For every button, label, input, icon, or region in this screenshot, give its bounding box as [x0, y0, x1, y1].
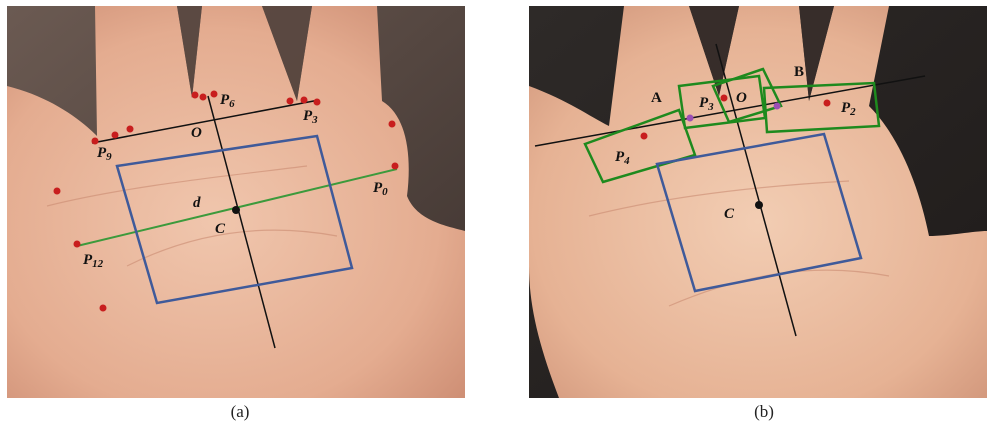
- label-c: C: [724, 206, 735, 222]
- label-o: O: [736, 90, 747, 106]
- label-p0: P0: [373, 180, 388, 198]
- caption-b: (b): [754, 402, 774, 421]
- center-point: [232, 206, 240, 214]
- keypoint: [720, 94, 728, 102]
- box-p2: [762, 81, 881, 134]
- palm-crease: [588, 180, 850, 217]
- label-p9: P9: [97, 145, 112, 163]
- keypoint: [73, 240, 81, 248]
- keypoint: [823, 99, 831, 107]
- label-b: B: [794, 64, 804, 80]
- finger-gap-boxes: [583, 67, 881, 184]
- midpoint: [773, 102, 781, 110]
- keypoints: [53, 90, 399, 312]
- label-p3: P3: [303, 108, 318, 126]
- central-axis: [715, 43, 797, 337]
- keypoint: [111, 131, 119, 139]
- label-p2: P2: [841, 100, 856, 118]
- finger-gap: [689, 6, 739, 96]
- label-p4: P4: [615, 149, 630, 167]
- keypoint: [388, 120, 396, 128]
- label-a: A: [651, 90, 662, 106]
- palm-image-a: P6 P3 P9 P0 P12 O d C: [7, 6, 465, 398]
- roi-square: [655, 132, 863, 293]
- keypoint: [53, 187, 61, 195]
- palm-crease: [46, 165, 308, 207]
- label-p3: P3: [699, 95, 714, 113]
- palm-crease: [126, 229, 338, 267]
- palm-diagram-b: A B P3 O P2 P4 C: [529, 6, 987, 398]
- box-p4: [583, 108, 697, 184]
- palm-diagram-a: P6 P3 P9 P0 P12 O d C: [7, 6, 465, 398]
- center-point: [755, 201, 763, 209]
- finger-gap: [262, 6, 312, 101]
- finger-gap: [177, 6, 202, 98]
- caption-a: (a): [230, 402, 250, 421]
- label-p6: P6: [220, 92, 235, 110]
- finger-gap: [799, 6, 834, 101]
- midpoint: [686, 114, 694, 122]
- keypoint: [99, 304, 107, 312]
- label-c: C: [215, 221, 226, 237]
- palm-image-b: A B P3 O P2 P4 C: [529, 6, 987, 398]
- keypoint: [286, 97, 294, 105]
- keypoint: [199, 93, 207, 101]
- label-p12: P12: [83, 252, 104, 270]
- central-axis: [207, 95, 276, 349]
- finger-root-line: [91, 99, 320, 144]
- keypoint: [640, 132, 648, 140]
- keypoint: [391, 162, 399, 170]
- finger-root-line: [534, 75, 926, 147]
- keypoint: [191, 91, 199, 99]
- box-center: [711, 67, 783, 124]
- roi-square: [115, 134, 354, 305]
- label-d: d: [193, 195, 201, 211]
- label-o: O: [191, 125, 202, 141]
- keypoint: [91, 137, 99, 145]
- keypoint: [300, 96, 308, 104]
- keypoint: [210, 90, 218, 98]
- keypoint: [313, 98, 321, 106]
- keypoint: [126, 125, 134, 133]
